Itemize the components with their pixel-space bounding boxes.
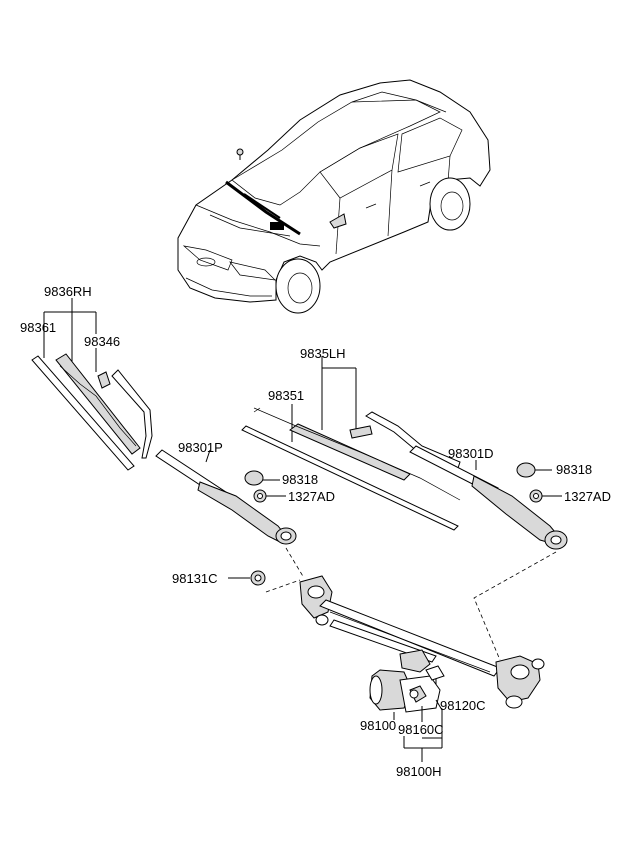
wiper-motor xyxy=(369,665,445,762)
label-98318-left: 98318 xyxy=(282,472,318,487)
label-98318-right: 98318 xyxy=(556,462,592,477)
linkage-98120c xyxy=(228,547,557,709)
label-1327ad-right: 1327AD xyxy=(564,489,611,504)
label-9835lh: 9835LH xyxy=(300,346,346,361)
label-1327ad-left: 1327AD xyxy=(288,489,335,504)
label-98100h: 98100H xyxy=(396,764,442,779)
label-98351: 98351 xyxy=(268,388,304,403)
label-9836rh: 9836RH xyxy=(44,284,92,299)
label-98301d: 98301D xyxy=(448,446,494,461)
label-98361: 98361 xyxy=(20,320,56,335)
label-98131c: 98131C xyxy=(172,571,218,586)
label-98346: 98346 xyxy=(84,334,120,349)
label-98120c: 98120C xyxy=(440,698,486,713)
part-labels: 9836RH 98361 98346 9835LH 98351 98301P 9… xyxy=(20,284,611,779)
label-98160c: 98160C xyxy=(398,722,444,737)
label-98100: 98100 xyxy=(360,718,396,733)
lh-blade-group xyxy=(241,356,461,531)
arm-98301d xyxy=(409,445,568,550)
car-illustration xyxy=(177,79,491,314)
rh-blade-group xyxy=(31,298,153,471)
arm-98301p xyxy=(155,449,297,545)
label-98301p: 98301P xyxy=(178,440,223,455)
